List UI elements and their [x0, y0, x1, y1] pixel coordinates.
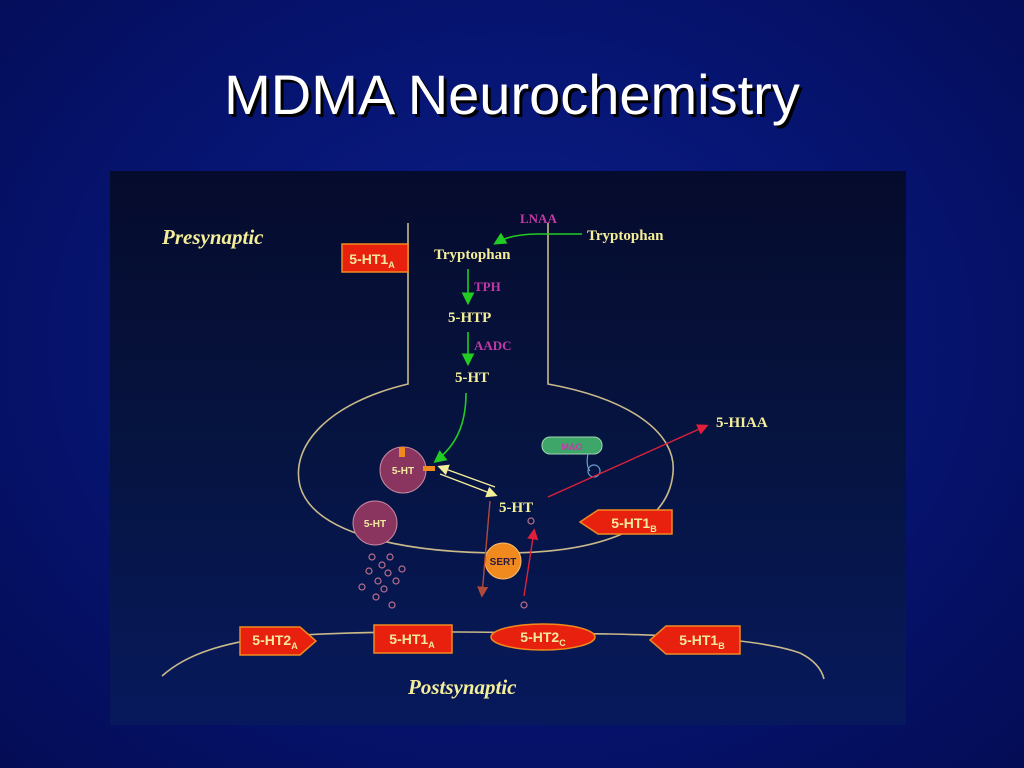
aadc-enzyme-label: AADC: [474, 338, 512, 353]
receptor-pre-5ht1b: 5-HT1B: [578, 509, 673, 535]
vesicle-lower-label: 5-HT: [364, 519, 386, 530]
released-serotonin-cluster: [358, 553, 406, 609]
mao-enzyme-label: MAO: [562, 442, 583, 452]
svg-text:5-HT1A: 5-HT1A: [349, 251, 395, 270]
mao-enzyme: [541, 436, 603, 455]
svg-text:5-HT1A: 5-HT1A: [389, 631, 435, 650]
5-ht-to-vesicle-arrow: [433, 392, 467, 463]
synapse-svg: Presynaptic Postsynaptic LNAA Tryptophan…: [161, 211, 825, 699]
mao-tail: [586, 453, 591, 472]
receptor-post-5ht2c: 5-HT2C: [490, 623, 596, 651]
vesicle-uptake-arrow: [437, 464, 496, 488]
5-hiaa-label: 5-HIAA: [716, 415, 768, 431]
svg-text:5-HT2A: 5-HT2A: [252, 632, 298, 651]
svg-text:5-HT2C: 5-HT2C: [520, 629, 566, 648]
slide-title: MDMA Neurochemistry: [224, 63, 800, 126]
tph-enzyme-label: TPH: [474, 279, 501, 294]
lnaa-enzyme-label: LNAA: [520, 211, 557, 226]
synapse-diagram: Presynaptic Postsynaptic LNAA Tryptophan…: [110, 171, 906, 725]
svg-text:5-HT1B: 5-HT1B: [611, 515, 657, 534]
presynaptic-label: Presynaptic: [161, 225, 264, 249]
receptor-post-5ht2a: 5-HT2A: [239, 626, 318, 656]
serotonin-molecule: [527, 517, 535, 525]
tryptophan-outside-label: Tryptophan: [587, 228, 664, 244]
tryptophan-inside-label: Tryptophan: [434, 247, 511, 263]
vesicle-release-arrow: [439, 473, 498, 498]
tryptophan-uptake-arrow: [493, 232, 582, 245]
vmat-transporter-top: [399, 447, 405, 457]
serotonin-molecule: [520, 601, 528, 609]
5-ht-synth-label: 5-HT: [455, 370, 489, 386]
svg-text:5-HT1B: 5-HT1B: [679, 632, 725, 651]
vesicle-upper-label: 5-HT: [392, 466, 414, 477]
5-ht-cytoplasm-label: 5-HT: [499, 500, 533, 516]
5-hiaa-arrow: [547, 424, 709, 498]
receptor-pre-5ht1a: 5-HT1A: [341, 243, 409, 273]
receptor-post-5ht1a: 5-HT1A: [373, 624, 453, 654]
sert-label: SERT: [490, 557, 517, 568]
sert-reuptake-arrow: [523, 528, 539, 597]
vesicle-lower: [352, 500, 398, 546]
postsynaptic-label: Postsynaptic: [407, 675, 517, 699]
vmat-transporter-side: [423, 466, 435, 471]
sert-efflux-arrow: [477, 500, 491, 598]
5-htp-label: 5-HTP: [448, 310, 491, 326]
receptor-post-5ht1b: 5-HT1B: [648, 625, 741, 655]
